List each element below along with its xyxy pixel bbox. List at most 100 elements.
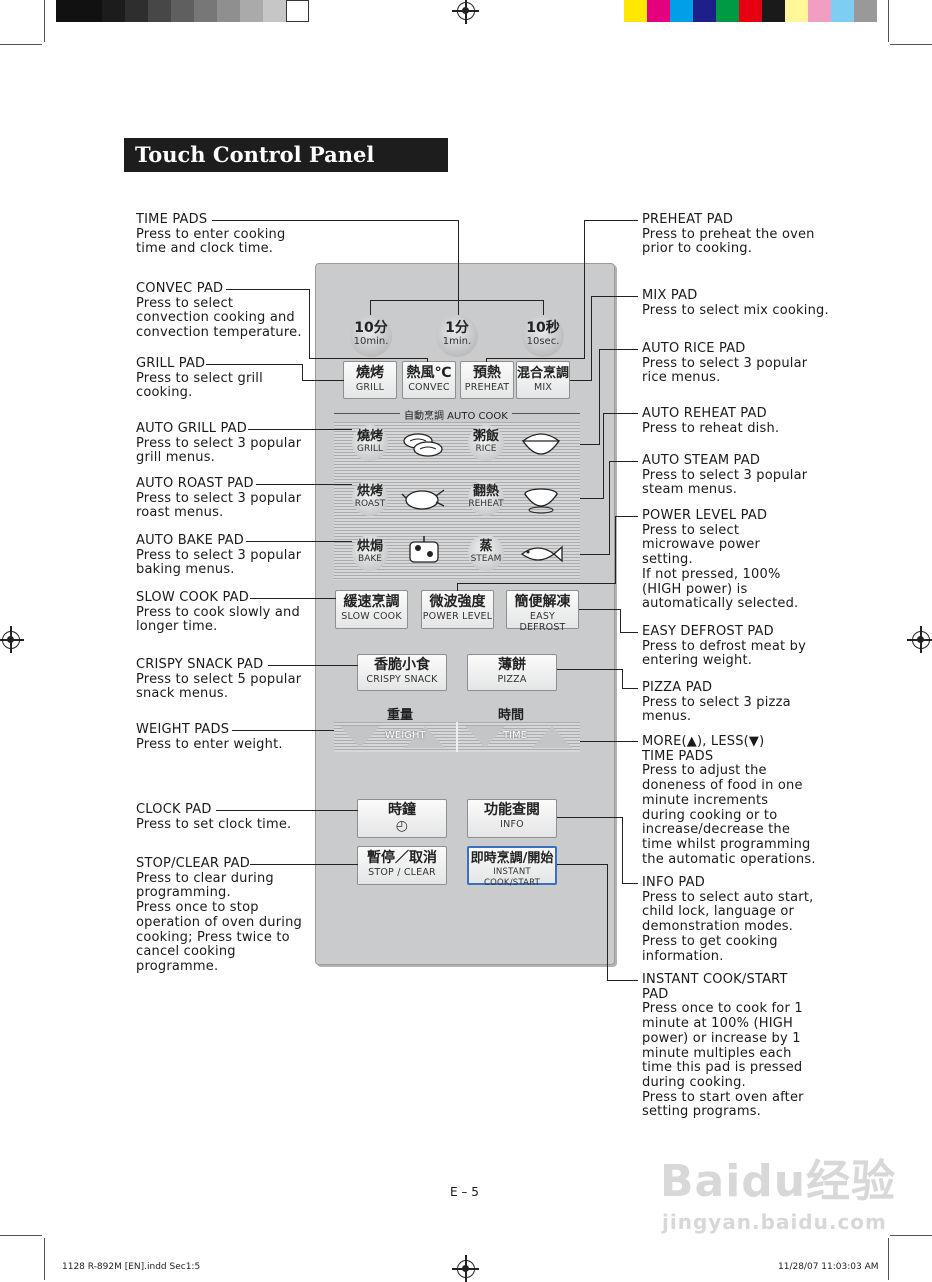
crop-mark bbox=[888, 1238, 889, 1280]
weight-less-button[interactable] bbox=[340, 726, 380, 748]
leader-line bbox=[607, 864, 608, 981]
oyster-icon bbox=[403, 433, 443, 457]
leader-line bbox=[615, 516, 616, 583]
leader-line bbox=[268, 665, 358, 666]
leader-line bbox=[232, 730, 334, 731]
time-less-button[interactable] bbox=[465, 726, 505, 748]
leader-line bbox=[543, 300, 544, 315]
time-more-button[interactable] bbox=[532, 726, 572, 748]
leader-line bbox=[206, 364, 302, 365]
leader-line bbox=[557, 864, 608, 865]
watermark-url: jingyan.baidu.com bbox=[662, 1210, 887, 1234]
leader-line bbox=[603, 413, 638, 414]
leader-line bbox=[212, 220, 458, 221]
footer-right: 11/28/07 11:03:03 AM bbox=[778, 1262, 879, 1272]
leader-line bbox=[622, 669, 623, 689]
fish-icon bbox=[520, 545, 563, 563]
leader-line bbox=[486, 358, 585, 359]
leader-line bbox=[302, 364, 303, 380]
leader-line bbox=[309, 358, 427, 359]
crop-mark bbox=[44, 1238, 45, 1280]
leader-line bbox=[603, 413, 604, 498]
leader-line bbox=[216, 810, 358, 811]
leader-line bbox=[246, 541, 352, 542]
time-label: 時間 bbox=[498, 708, 525, 723]
leader-line bbox=[622, 817, 623, 884]
leader-line bbox=[599, 349, 638, 350]
leader-line bbox=[579, 609, 621, 610]
leader-line bbox=[250, 864, 358, 865]
crop-mark bbox=[888, 0, 889, 42]
crop-mark bbox=[890, 44, 932, 45]
leader-line bbox=[609, 461, 638, 462]
leader-line bbox=[457, 583, 616, 584]
clock-icon: ◴ bbox=[395, 818, 409, 834]
auto-cook-header: 自動烹調 AUTO COOK bbox=[400, 407, 512, 422]
weight-label: 重量 bbox=[387, 708, 414, 723]
clock-button[interactable]: 時鐘◴ bbox=[357, 799, 447, 838]
registration-mark-icon bbox=[452, 0, 479, 24]
page-number: E – 5 bbox=[450, 1185, 479, 1199]
weight-more-button[interactable] bbox=[405, 726, 445, 748]
leader-line bbox=[580, 741, 638, 742]
soup-bowl-icon bbox=[524, 488, 558, 514]
cake-icon bbox=[409, 536, 439, 563]
leader-line bbox=[226, 289, 309, 290]
page-title: Touch Control Panel Layout bbox=[124, 138, 448, 201]
leader-line bbox=[580, 444, 600, 445]
leader-line bbox=[584, 220, 638, 221]
leader-line bbox=[458, 220, 459, 315]
registration-mark-icon bbox=[452, 1255, 479, 1282]
leader-line bbox=[309, 289, 310, 358]
footer-left: 1128 R-892M [EN].indd Sec1:5 bbox=[62, 1262, 201, 1272]
weight-sub-label: WEIGHT bbox=[385, 730, 426, 741]
leader-line bbox=[591, 296, 638, 297]
leader-line bbox=[557, 817, 623, 818]
crop-mark bbox=[0, 1235, 42, 1236]
leader-line bbox=[370, 300, 371, 315]
leader-line bbox=[620, 632, 638, 633]
leader-line bbox=[591, 296, 592, 380]
leader-line bbox=[256, 484, 352, 485]
leader-line bbox=[250, 598, 336, 599]
leader-line bbox=[427, 358, 428, 362]
grayscale-bar bbox=[56, 0, 309, 22]
time-sub-label: TIME bbox=[503, 730, 528, 741]
leader-line bbox=[607, 980, 638, 981]
